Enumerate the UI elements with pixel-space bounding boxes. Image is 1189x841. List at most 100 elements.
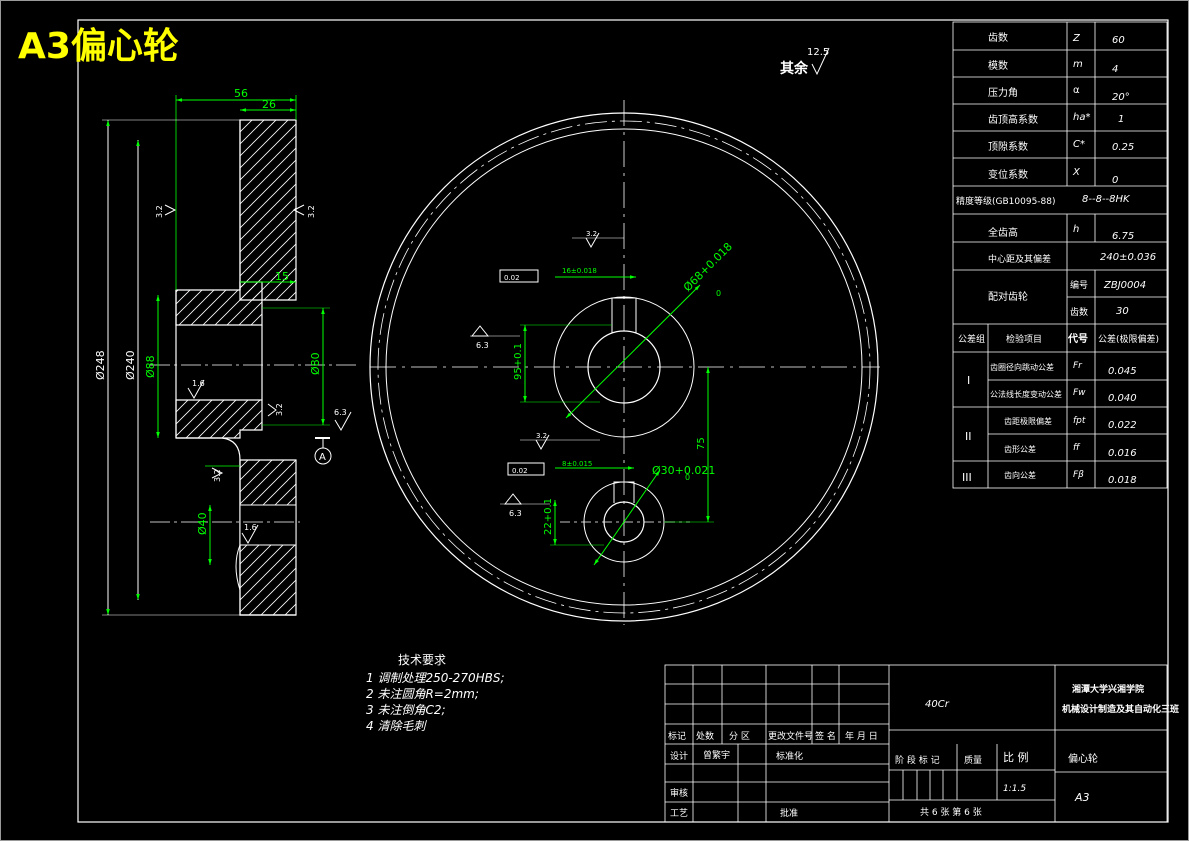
svg-text:比 例: 比 例: [1003, 750, 1029, 764]
svg-text:公法线长度变动公差: 公法线长度变动公差: [990, 389, 1062, 399]
svg-text:齿距极限偏差: 齿距极限偏差: [1004, 416, 1052, 426]
svg-text:1.6: 1.6: [244, 523, 257, 532]
svg-text:Ø80: Ø80: [309, 352, 322, 375]
svg-text:齿向公差: 齿向公差: [1004, 470, 1036, 480]
svg-text:代号: 代号: [1067, 332, 1088, 345]
svg-text:中心距及其偏差: 中心距及其偏差: [988, 253, 1051, 265]
roughness-symbol: 6.3: [500, 493, 550, 518]
drawing-title: A3偏心轮: [18, 26, 179, 67]
svg-text:1 调制处理250-270HBS;: 1 调制处理250-270HBS;: [366, 671, 505, 685]
svg-text:齿数: 齿数: [1070, 306, 1088, 318]
web-hatch-bottom: [175, 399, 263, 439]
svg-text:α: α: [1073, 85, 1080, 96]
svg-text:6.3: 6.3: [476, 341, 489, 350]
svg-text:6.3: 6.3: [334, 408, 347, 417]
svg-text:A3: A3: [1074, 791, 1090, 804]
svg-text:1:1.5: 1:1.5: [1003, 784, 1026, 794]
svg-text:Ø40: Ø40: [196, 512, 209, 535]
svg-text:3.2: 3.2: [155, 205, 164, 218]
svg-text:0: 0: [1112, 175, 1118, 186]
svg-text:0.040: 0.040: [1108, 393, 1137, 404]
roughness-note: 其余 12.5: [780, 47, 830, 77]
svg-text:Ø88: Ø88: [144, 355, 157, 378]
svg-text:Ø30+0.021: Ø30+0.021: [652, 464, 715, 477]
svg-text:0: 0: [685, 473, 690, 482]
svg-text:模数: 模数: [988, 59, 1008, 72]
svg-text:30: 30: [1116, 306, 1129, 317]
roughness-symbol: 3.2: [520, 432, 600, 451]
roughness-symbol: 3.2: [205, 465, 240, 482]
svg-text:Fβ: Fβ: [1073, 470, 1084, 480]
svg-text:22+0.1: 22+0.1: [543, 498, 554, 535]
svg-text:工艺: 工艺: [670, 808, 688, 819]
svg-text:标记: 标记: [668, 730, 686, 742]
svg-text:II: II: [965, 430, 972, 443]
svg-text:ff: ff: [1073, 443, 1081, 453]
svg-text:Ø68+0.018: Ø68+0.018: [681, 240, 735, 294]
svg-text:批准: 批准: [780, 807, 798, 819]
svg-text:3.2: 3.2: [307, 205, 316, 218]
svg-text:0.045: 0.045: [1108, 366, 1137, 377]
svg-text:0.25: 0.25: [1112, 142, 1134, 153]
svg-text:检验项目: 检验项目: [1006, 333, 1042, 345]
svg-text:6.75: 6.75: [1112, 231, 1134, 242]
svg-text:2 未注圆角R=2mm;: 2 未注圆角R=2mm;: [366, 687, 479, 701]
svg-text:ZBJ0004: ZBJ0004: [1103, 280, 1146, 291]
roughness-symbol: 3.2: [292, 204, 316, 218]
svg-text:变位系数: 变位系数: [988, 168, 1028, 181]
svg-text:年 月 日: 年 月 日: [845, 730, 878, 742]
svg-text:共 6 张 第 6 张: 共 6 张 第 6 张: [920, 806, 982, 818]
svg-text:Ø248: Ø248: [94, 350, 107, 380]
roughness-symbol: 3.2: [267, 403, 284, 417]
svg-text:分 区: 分 区: [729, 731, 750, 742]
svg-text:A: A: [319, 452, 326, 463]
svg-text:ha*: ha*: [1073, 112, 1090, 123]
svg-text:编号: 编号: [1070, 279, 1088, 291]
svg-text:6.3: 6.3: [509, 509, 522, 518]
section-view: 56 26 15 Ø248 Ø240 Ø88 Ø80 Ø40 3.2 3.2 1…: [94, 87, 360, 616]
svg-text:8--8--8HK: 8--8--8HK: [1082, 194, 1131, 205]
roughness-symbol: 6.3: [334, 408, 352, 431]
svg-text:20°: 20°: [1112, 92, 1130, 103]
svg-text:0.02: 0.02: [512, 467, 528, 475]
svg-text:公差组: 公差组: [958, 333, 985, 345]
svg-text:质量: 质量: [964, 754, 982, 766]
web-hatch-top: [175, 281, 263, 326]
roughness-symbol: 6.3: [470, 325, 520, 350]
roughness-symbol: 1.6: [187, 379, 205, 399]
svg-text:240±0.036: 240±0.036: [1100, 252, 1156, 263]
svg-text:齿数: 齿数: [988, 31, 1008, 44]
svg-text:精度等级(GB10095-88): 精度等级(GB10095-88): [956, 195, 1056, 207]
svg-text:齿圈径向跳动公差: 齿圈径向跳动公差: [990, 362, 1054, 372]
svg-text:X: X: [1072, 167, 1081, 178]
svg-text:I: I: [967, 374, 970, 387]
svg-text:机械设计制造及其自动化三班: 机械设计制造及其自动化三班: [1062, 703, 1179, 715]
svg-text:3.2: 3.2: [536, 432, 547, 440]
svg-text:95+0.1: 95+0.1: [513, 343, 524, 380]
svg-text:更改文件号: 更改文件号: [768, 730, 813, 742]
svg-text:3.2: 3.2: [586, 230, 597, 238]
svg-text:0: 0: [716, 289, 721, 298]
svg-text:处数: 处数: [696, 730, 714, 742]
svg-text:fpt: fpt: [1073, 416, 1086, 426]
svg-text:标准化: 标准化: [776, 750, 803, 762]
svg-text:26: 26: [262, 98, 276, 111]
svg-text:配对齿轮: 配对齿轮: [988, 290, 1028, 303]
svg-text:签 名: 签 名: [815, 730, 836, 742]
drawing-border: [77, 19, 1169, 823]
roughness-symbol: 1.6: [241, 523, 259, 544]
svg-text:阶 段 标 记: 阶 段 标 记: [895, 754, 940, 766]
datum-marker: A: [314, 437, 332, 465]
svg-text:3.2: 3.2: [275, 403, 284, 416]
svg-text:设计: 设计: [670, 750, 688, 762]
svg-text:审核: 审核: [670, 787, 688, 799]
svg-text:4: 4: [1112, 64, 1118, 75]
title-block-text: 40Cr 湘潭大学兴湘学院 机械设计制造及其自动化三班 标记 处数 分 区 更改…: [668, 683, 1179, 819]
front-view: Ø68+0.018 0 Ø30+0.021 0 16±0.018 8±0.015…: [369, 100, 880, 625]
svg-text:4 清除毛刺: 4 清除毛刺: [366, 719, 427, 733]
svg-text:齿形公差: 齿形公差: [1004, 444, 1036, 454]
roughness-symbol: 3.2: [155, 204, 177, 218]
svg-text:15: 15: [275, 270, 289, 283]
svg-text:III: III: [962, 471, 972, 484]
